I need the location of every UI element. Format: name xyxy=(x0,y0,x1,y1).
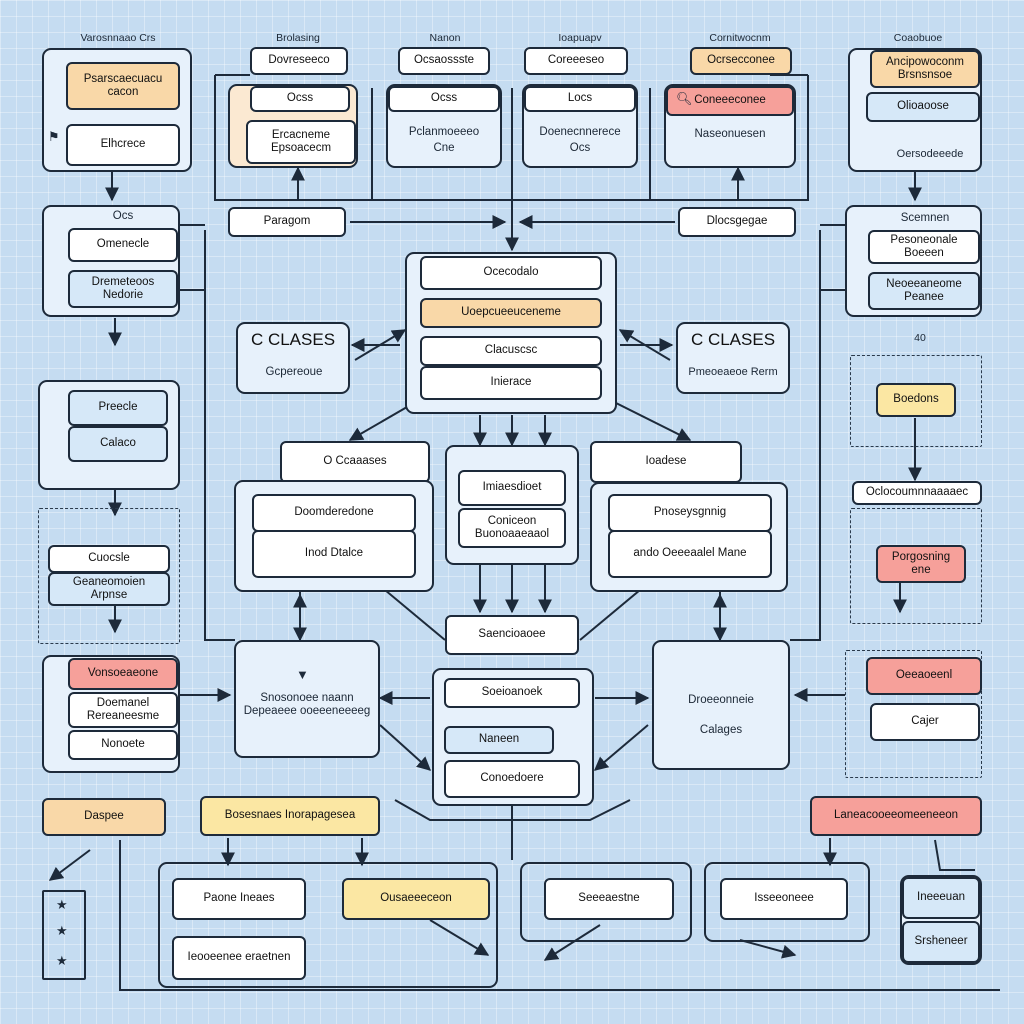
bottom-mid-center-row[interactable]: Conoedoere xyxy=(444,760,580,798)
star-icon: ★ xyxy=(56,953,68,968)
left-bottom-head[interactable]: Vonsoeaeone xyxy=(68,658,178,690)
bottom-mid-center-row[interactable]: Soeioanoek xyxy=(444,678,580,708)
right-stack-row[interactable]: Neoeeaneome Peanee xyxy=(868,272,980,310)
center-row[interactable]: Inierace xyxy=(420,366,602,400)
top-card-title: Ocss xyxy=(388,86,500,112)
footer-side[interactable]: Ineeeuan xyxy=(902,877,980,919)
star-list xyxy=(42,890,86,980)
top-left-white-box[interactable]: Elhcrece xyxy=(66,124,180,166)
top-tab[interactable]: Dovreseeco xyxy=(250,47,348,75)
top-card-text: Naseonuesen xyxy=(694,128,766,140)
right-stack-title: Scemnen xyxy=(900,212,950,224)
footer-right-group xyxy=(704,862,870,942)
left-bottom-row[interactable]: Nonoete xyxy=(68,730,178,760)
bottom-mid-left-title: Snosonoee naann Depeaeee ooeeeneeeeg xyxy=(243,692,371,718)
top-tab[interactable]: Ocsaossste xyxy=(398,47,490,75)
row-mid-left-header[interactable]: O Ccaaases xyxy=(280,441,430,483)
right-low-dashed xyxy=(850,508,982,624)
left-stack-row[interactable]: Omenecle xyxy=(68,228,178,262)
right-mid-box[interactable]: Boedons xyxy=(876,383,956,417)
top-right-blue[interactable]: Olioaoose xyxy=(866,92,980,122)
chevron-down-icon: ▼ xyxy=(296,667,309,682)
top-left-orange-box[interactable]: Psarscaecuacu cacon xyxy=(66,62,180,110)
left-stack-title: Ocs xyxy=(112,210,134,222)
star-icon: ★ xyxy=(56,897,68,912)
row-mid-center-bottom[interactable]: Coniceon Buonoaaeaaol xyxy=(458,508,566,548)
top-right-text: Oersodeeede xyxy=(896,148,964,160)
center-row[interactable]: Uoepcueeuceneme xyxy=(420,298,602,328)
footer-card[interactable]: Seeeaestne xyxy=(544,878,674,920)
top-card-text: Cne xyxy=(433,142,455,154)
header-label: Nanon xyxy=(429,32,461,44)
right-bottom-head[interactable]: Oeeaoeenl xyxy=(866,657,982,695)
footer-card[interactable]: Ieooeenee eraetnen xyxy=(172,936,306,980)
flag-icon: ⚑ xyxy=(48,129,60,144)
header-label: Ioapuapv xyxy=(558,32,602,44)
left-mid-row[interactable]: Calaco xyxy=(68,426,168,462)
classes-right-title[interactable]: C CLASES xyxy=(690,330,776,350)
bottom-mid-left xyxy=(234,640,380,758)
left-low-row[interactable]: Geaneomoien Arpnse xyxy=(48,572,170,606)
header-label: Varosnnaao Crs xyxy=(80,32,156,44)
top-card-text: Pclanmoeeeo xyxy=(408,126,480,138)
left-stack-row[interactable]: Dremeteoos Nedorie xyxy=(68,270,178,308)
footer-card[interactable]: Ousaeeeceon xyxy=(342,878,490,920)
classes-right-sub: Pmeoeaeoe Rerm xyxy=(688,366,778,378)
footer-right[interactable]: Laneacooeeomeeneeon xyxy=(810,796,982,836)
row-mid-center-top[interactable]: Imiaesdioet xyxy=(458,470,566,506)
footer-left[interactable]: Daspee xyxy=(42,798,166,836)
top-card-title: Coneeeconee xyxy=(666,86,794,116)
row-mid-left-row[interactable]: Doomderedone xyxy=(252,494,416,532)
search-icon: 🔍︎ xyxy=(676,91,693,106)
right-mid-dashed xyxy=(850,355,982,447)
left-low-row[interactable]: Cuocsle xyxy=(48,545,170,573)
right-stack-row[interactable]: Pesoneonale Boeeen xyxy=(868,230,980,264)
top-card-row: Ercacneme Epsoacecm xyxy=(246,120,356,164)
footer-mid[interactable]: Bosesnaes Inorapagesea xyxy=(200,796,380,836)
star-icon: ★ xyxy=(56,923,68,938)
mid-label-right[interactable]: Dlocsgegae xyxy=(678,207,796,237)
center-header[interactable]: Ocecodalo xyxy=(420,256,602,290)
footer-side[interactable]: Srsheneer xyxy=(902,921,980,963)
top-card-text: Doenecnnerece xyxy=(539,126,621,138)
row-mid-right-row[interactable]: Pnoseysgnnig xyxy=(608,494,772,532)
right-mid-label[interactable]: Oclocoumnnaaaaec xyxy=(852,481,982,505)
bottom-mid-header[interactable]: Saencioaoee xyxy=(445,615,579,655)
footer-card[interactable]: Paone Ineaes xyxy=(172,878,306,920)
right-mid-top: 40 xyxy=(914,332,926,344)
classes-left-sub: Gcpereoue xyxy=(265,366,323,378)
left-low-dashed xyxy=(38,508,180,644)
top-card-title: Ocss xyxy=(250,86,350,112)
center-row[interactable]: Clacuscsc xyxy=(420,336,602,366)
top-tab[interactable]: Coreeeseo xyxy=(524,47,628,75)
row-mid-left-row[interactable]: Inod Dtalce xyxy=(252,530,416,578)
classes-left-title[interactable]: C CLASES xyxy=(250,330,336,350)
classes-right-group xyxy=(676,322,790,394)
mid-label-left[interactable]: Paragom xyxy=(228,207,346,237)
footer-center-group xyxy=(520,862,692,942)
bottom-mid-right xyxy=(652,640,790,770)
header-label: Cornitwocnm xyxy=(709,32,771,44)
row-mid-right-row[interactable]: ando Oeeeaalel Mane xyxy=(608,530,772,578)
right-bottom-dashed xyxy=(845,650,982,778)
right-low-box[interactable]: Porgosning ene xyxy=(876,545,966,583)
top-tab[interactable]: Ocrsecconee xyxy=(690,47,792,75)
header-label: Brolasing xyxy=(276,32,320,44)
classes-left-group xyxy=(236,322,350,394)
bottom-mid-center-row[interactable]: Naneen xyxy=(444,726,554,754)
row-mid-right-header[interactable]: Ioadese xyxy=(590,441,742,483)
top-right-orange[interactable]: Ancipowoconm Brsnsnsoe xyxy=(870,50,980,88)
top-card-title: Locs xyxy=(524,86,636,112)
left-mid-row[interactable]: Preecle xyxy=(68,390,168,426)
left-bottom-row[interactable]: Doemanel Rereaneesme xyxy=(68,692,178,728)
footer-card[interactable]: Isseeoneee xyxy=(720,878,848,920)
header-label: Coaobuoe xyxy=(893,32,943,44)
bottom-mid-right-title: Droeeonneie xyxy=(688,694,754,706)
footer-left-group xyxy=(158,862,498,988)
right-bottom-row[interactable]: Cajer xyxy=(870,703,980,741)
bottom-mid-right-sub: Calages xyxy=(699,724,743,736)
top-card-text: Ocs xyxy=(569,142,591,154)
